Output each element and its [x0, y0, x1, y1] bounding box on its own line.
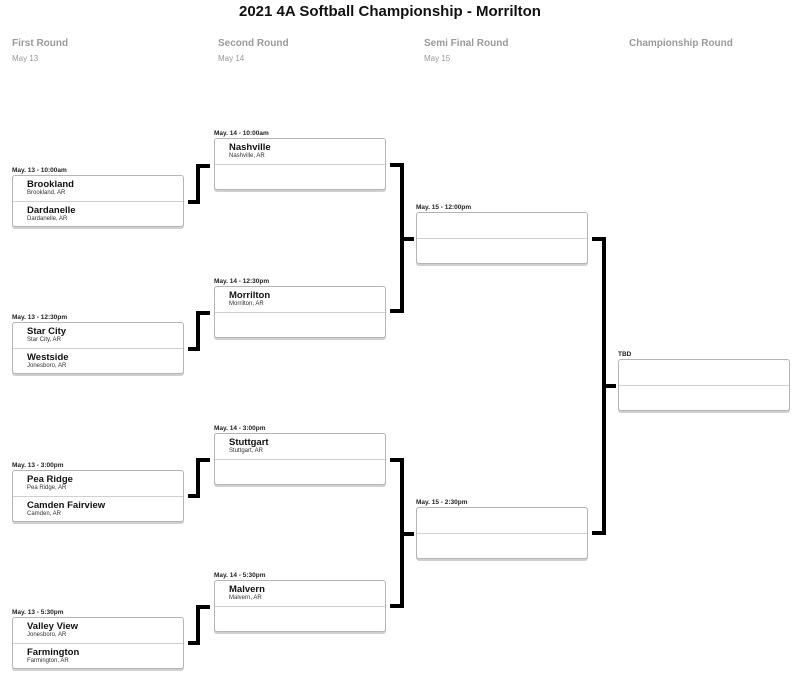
team-slot[interactable]: Farmington Farmington, AR — [13, 643, 183, 668]
team-slot[interactable] — [417, 533, 587, 558]
team-name: Nashville — [229, 142, 271, 153]
match-time: May. 15 - 2:30pm — [416, 499, 468, 506]
team-name: Valley View — [27, 621, 79, 632]
match-box[interactable]: Nashville Nashville, AR — [214, 138, 386, 190]
round-name: Semi Final Round — [424, 38, 509, 49]
match-time: May. 13 - 10:00am — [12, 167, 67, 174]
team-location: Jonesboro, AR — [27, 632, 67, 638]
team-slot[interactable]: Dardanelle Dardanelle, AR — [13, 201, 183, 226]
match-r1m4[interactable]: May. 13 - 5:30pm Valley View Jonesboro, … — [12, 608, 184, 669]
match-time: May. 15 - 12:00pm — [416, 204, 472, 211]
match-time: May. 13 - 12:30pm — [12, 314, 68, 321]
match-time: May. 13 - 5:30pm — [12, 609, 64, 616]
match-time: May. 14 - 12:30pm — [214, 278, 270, 285]
team-location: Dardanelle, AR — [27, 216, 68, 222]
team-location: Jonesboro, AR — [27, 363, 67, 369]
team-slot[interactable] — [417, 213, 587, 238]
match-time: May. 14 - 10:00am — [214, 130, 269, 137]
match-time: May. 13 - 3:00pm — [12, 462, 64, 469]
match-box[interactable]: Valley View Jonesboro, AR Farmington Far… — [12, 617, 184, 669]
match-box[interactable]: Stuttgart Stuttgart, AR — [214, 433, 386, 485]
team-location: Morrilton, AR — [229, 301, 264, 307]
team-slot[interactable] — [619, 385, 789, 410]
team-name: Morrilton — [229, 290, 271, 301]
team-location: Pea Ridge, AR — [27, 485, 67, 491]
round-name: Championship Round — [629, 38, 733, 49]
team-name: Dardanelle — [27, 205, 76, 216]
round-date: May 13 — [12, 54, 39, 63]
team-slot[interactable]: Star City Star City, AR — [13, 323, 183, 348]
team-slot[interactable] — [619, 360, 789, 385]
match-box[interactable]: Star City Star City, AR Westside Jonesbo… — [12, 322, 184, 374]
team-slot[interactable]: Stuttgart Stuttgart, AR — [215, 434, 385, 459]
match-r3m2[interactable]: May. 15 - 2:30pm — [416, 498, 588, 559]
team-slot[interactable] — [417, 238, 587, 263]
match-box[interactable]: Pea Ridge Pea Ridge, AR Camden Fairview … — [12, 470, 184, 522]
team-name: Brookland — [27, 179, 74, 190]
match-r2m1[interactable]: May. 14 - 10:00am Nashville Nashville, A… — [214, 129, 386, 190]
match-time: May. 14 - 5:30pm — [214, 572, 266, 579]
team-slot[interactable] — [215, 459, 385, 484]
team-location: Nashville, AR — [229, 153, 265, 159]
team-location: Star City, AR — [27, 337, 61, 343]
team-slot[interactable]: Pea Ridge Pea Ridge, AR — [13, 471, 183, 496]
match-r3m1[interactable]: May. 15 - 12:00pm — [416, 203, 588, 264]
match-box[interactable] — [416, 212, 588, 264]
bracket-connector — [188, 605, 210, 645]
team-slot[interactable]: Nashville Nashville, AR — [215, 139, 385, 164]
match-r2m3[interactable]: May. 14 - 3:00pm Stuttgart Stuttgart, AR — [214, 424, 386, 485]
team-location: Camden, AR — [27, 511, 62, 517]
match-box[interactable] — [618, 359, 790, 411]
team-slot[interactable]: Morrilton Morrilton, AR — [215, 287, 385, 312]
team-location: Brookland, AR — [27, 190, 66, 196]
round-name: Second Round — [218, 38, 289, 49]
bracket-connector — [592, 237, 616, 535]
match-box[interactable]: Malvern Malvern, AR — [214, 580, 386, 632]
page-title: 2021 4A Softball Championship - Morrilto… — [239, 3, 541, 20]
match-r2m2[interactable]: May. 14 - 12:30pm Morrilton Morrilton, A… — [214, 277, 386, 338]
team-name: Star City — [27, 326, 67, 337]
team-name: Farmington — [27, 647, 80, 658]
team-slot[interactable]: Westside Jonesboro, AR — [13, 348, 183, 373]
match-r1m2[interactable]: May. 13 - 12:30pm Star City Star City, A… — [12, 313, 184, 374]
match-r1m3[interactable]: May. 13 - 3:00pm Pea Ridge Pea Ridge, AR… — [12, 461, 184, 522]
match-time: May. 14 - 3:00pm — [214, 425, 266, 432]
round-header-championship: Championship Round — [629, 38, 733, 54]
team-slot[interactable] — [215, 312, 385, 337]
match-time: TBD — [618, 351, 632, 358]
team-location: Farmington, AR — [27, 658, 69, 664]
round-name: First Round — [12, 38, 69, 49]
match-box[interactable]: Morrilton Morrilton, AR — [214, 286, 386, 338]
team-name: Westside — [27, 352, 69, 363]
team-slot[interactable]: Brookland Brookland, AR — [13, 176, 183, 201]
round-date: May 15 — [424, 54, 451, 63]
team-slot[interactable] — [215, 164, 385, 189]
bracket-connector — [390, 163, 414, 313]
team-name: Camden Fairview — [27, 500, 106, 511]
team-name: Pea Ridge — [27, 474, 73, 485]
team-location: Stuttgart, AR — [229, 448, 264, 454]
match-r4m1[interactable]: TBD — [618, 350, 790, 411]
match-r1m1[interactable]: May. 13 - 10:00am Brookland Brookland, A… — [12, 166, 184, 227]
team-slot[interactable]: Malvern Malvern, AR — [215, 581, 385, 606]
round-header-semifinal: Semi Final Round May 15 — [424, 38, 508, 63]
team-slot[interactable] — [417, 508, 587, 533]
round-header-first: First Round May 13 — [12, 38, 68, 63]
team-name: Stuttgart — [229, 437, 269, 448]
bracket-connector — [188, 164, 210, 204]
match-r2m4[interactable]: May. 14 - 5:30pm Malvern Malvern, AR — [214, 571, 386, 632]
round-header-second: Second Round May 14 — [218, 38, 289, 63]
team-slot[interactable]: Valley View Jonesboro, AR — [13, 618, 183, 643]
match-box[interactable]: Brookland Brookland, AR Dardanelle Darda… — [12, 175, 184, 227]
bracket-connector — [188, 458, 210, 498]
bracket-connector — [390, 458, 414, 608]
bracket-connector — [188, 311, 210, 351]
team-location: Malvern, AR — [229, 595, 262, 601]
team-name: Malvern — [229, 584, 265, 595]
team-slot[interactable] — [215, 606, 385, 631]
match-box[interactable] — [416, 507, 588, 559]
team-slot[interactable]: Camden Fairview Camden, AR — [13, 496, 183, 521]
round-date: May 14 — [218, 54, 245, 63]
